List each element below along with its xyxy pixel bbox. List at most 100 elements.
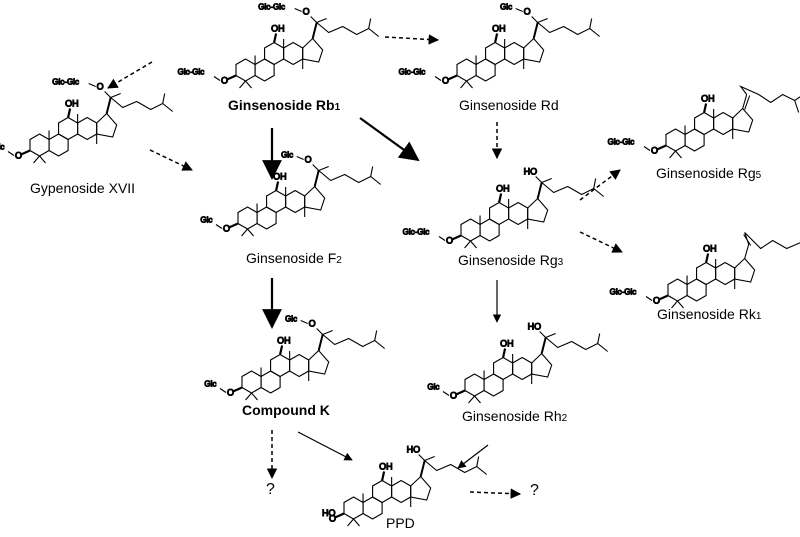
label-xvii: Gypenoside XVII [30,180,136,196]
ring-d [304,185,326,211]
oxygen-label: O [651,146,658,156]
sugar-label: Glc [281,151,293,160]
oxygen-label: O [309,319,316,329]
ring [289,353,310,378]
reaction-arrow-7 [579,169,621,201]
molecule-rg3: OH O Glc-Glc HO [402,166,605,249]
label-rd: Ginsenoside Rd [459,97,559,113]
reaction-arrow-13 [457,444,489,469]
hydroxyl-label: OH [277,336,291,346]
ring [266,189,287,214]
hydroxyl-label: HO [528,322,542,332]
sugar-label: Glc [204,380,216,389]
reaction-arrow-2 [107,61,153,89]
oxygen-label: O [446,236,453,246]
ring [493,356,514,381]
sugar-label: Glc-Glc [403,228,430,237]
ring [696,261,717,286]
reaction-arrow-5 [359,117,420,162]
hydroxyl-label: OH [273,172,287,182]
oxygen-label: O [653,296,660,306]
label-f2: Ginsenoside F2 [246,250,342,266]
ring [77,116,98,141]
hydroxyl-label: HO [524,167,538,177]
sugar-label: Glc-Glc [258,3,285,12]
hydroxyl-label: OH [500,339,514,349]
oxygen-label: O [305,155,312,165]
oxygen-label: O [329,514,336,524]
ring [456,58,477,82]
oxygen-label: O [442,76,449,86]
oxygen-label: O [97,82,104,92]
structures: OHOGlc-GlcOGlc-GlcOHOGlc-GlcOGlcOHOGlcOG… [0,2,800,527]
oxygen-label: O [524,7,531,17]
ring [667,278,688,302]
ring [285,189,306,214]
reaction-arrow-1 [384,34,440,45]
reaction-arrow-3 [149,149,193,171]
label-rg5: Ginsenoside Rg5 [656,165,762,181]
ring [372,479,393,504]
hydroxyl-label: HO [407,445,421,455]
oxygen-label: O [15,151,22,161]
oxygen-label: O [223,224,230,234]
unknown-product-2: ? [530,482,539,499]
label-rb1: Ginsenoside Rb1 [228,97,341,113]
oxygen-label: O [221,76,228,86]
ring-d [302,37,324,63]
reaction-arrow-14 [469,488,522,499]
ring [58,116,79,141]
sugar-label: Glc-Glc [52,78,79,87]
ring [485,41,506,66]
ring [29,133,50,157]
sugar-label: Glc [200,216,212,225]
sugar-label: Glc [427,383,439,392]
sugar-label: Glc [0,143,4,152]
reaction-arrows [107,34,623,499]
ring [241,370,262,394]
unknown-product-1: ? [266,481,275,498]
ring [237,206,258,230]
ring [464,373,485,397]
ring-d [410,475,432,501]
ring-d [308,349,330,375]
hydroxyl-label: OH [496,184,510,194]
ring [270,353,291,378]
reaction-arrow-12 [297,431,353,461]
ring [512,356,533,381]
reaction-arrow-8 [579,231,623,253]
ring [665,128,686,152]
oxygen-label: O [227,388,234,398]
sugar-label: Glc-Glc [178,68,205,77]
hydroxyl-label: OH [492,24,506,34]
ring-d [523,37,545,63]
ring-d [732,107,754,133]
ring [235,58,256,82]
ring-d [734,257,756,283]
ring [264,41,285,66]
ring [715,261,736,286]
ring-d [527,197,549,223]
sugar-label: Glc-Glc [399,68,426,77]
sugar-label: Glc-Glc [608,138,635,147]
ring-d [531,352,553,378]
ring [391,479,412,504]
ring [283,41,304,66]
hydroxyl-label: HO [322,508,336,518]
ring [343,496,364,520]
label-rk1: Ginsenoside Rk1 [657,306,762,322]
ring [508,201,529,226]
hydroxyl-label: OH [379,462,393,472]
hydroxyl-label: OH [65,99,79,109]
ring [460,218,481,242]
sugar-label: Glc [500,3,512,12]
